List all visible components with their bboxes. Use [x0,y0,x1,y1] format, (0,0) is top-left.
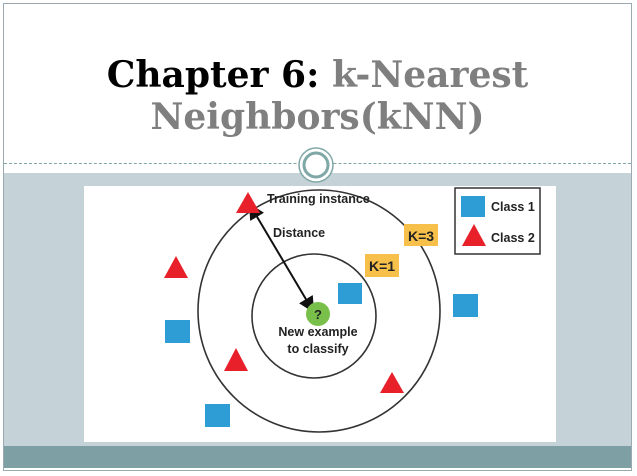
title-area: Chapter 6: k-Nearest Neighbors(kNN) [4,4,631,168]
class1-square [205,404,230,427]
legend-class1-square [461,196,485,217]
footer-bar [4,446,631,468]
legend-box [454,187,541,255]
k1-badge [365,254,399,277]
class1-square [338,283,362,304]
class1-square [165,320,190,343]
legend-class2-label: Class 2 [491,231,535,245]
k3-badge [404,224,438,246]
legend: Class 1 Class 2 [454,187,541,255]
new-example-point [306,302,330,326]
query-symbol: ? [314,307,322,322]
title-accent: k-Nearest [331,54,529,96]
k1-label: K=1 [369,258,395,274]
class2-triangle [236,192,260,213]
class2-triangle [164,256,188,278]
class1-square [453,294,478,317]
distance-arrow [248,203,315,313]
knn-diagram: ? Training instance Distance New example… [84,186,556,442]
slide-title: Chapter 6: k-Nearest Neighbors(kNN) [4,54,631,138]
new-example-label: New example [278,325,357,339]
distance-label: Distance [273,226,325,240]
class2-triangle [224,348,248,371]
title-prefix: Chapter 6: [106,54,332,96]
k3-label: K=3 [408,228,434,244]
legend-class2-triangle [462,224,486,246]
to-classify-label: to classify [287,342,348,356]
class2-triangle [380,372,404,393]
training-instance-label: Training instance [267,192,370,206]
knn-diagram-svg: ? Training instance Distance New example… [164,187,541,433]
circle-ornament-icon [298,147,334,183]
legend-class1-label: Class 1 [491,200,535,214]
k3-circle [197,189,441,433]
title-line-2: Neighbors(kNN) [150,96,485,138]
